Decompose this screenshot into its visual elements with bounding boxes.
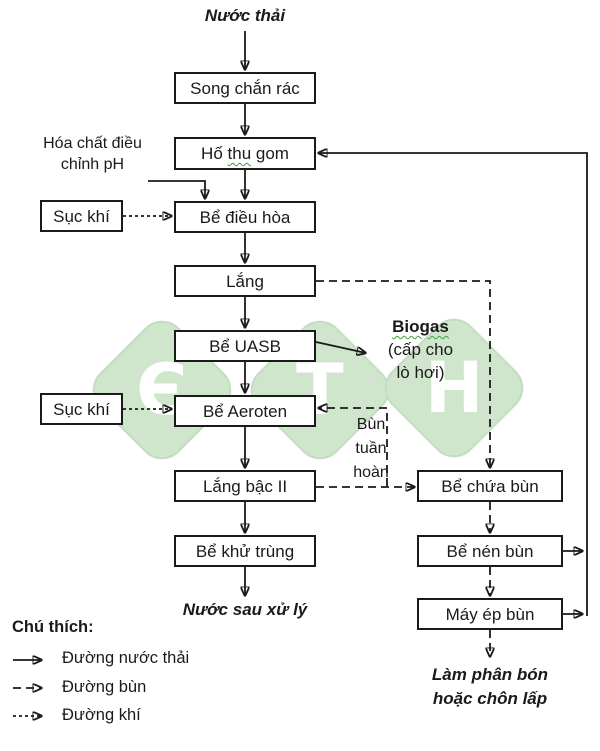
legend-item-sludge: Đường bùn bbox=[62, 678, 147, 696]
node-suc-khi-2: Sục khí bbox=[40, 393, 123, 425]
node-be-uasb: Bể UASB bbox=[174, 330, 316, 362]
node-be-nen-bun: Bể nén bùn bbox=[417, 535, 563, 567]
recirculation-line1: Bùn bbox=[356, 416, 386, 433]
input-label: Nước thải bbox=[204, 6, 286, 25]
chemical-label-line2: chỉnh pH bbox=[60, 156, 125, 173]
biogas-title: Biogas bbox=[392, 317, 449, 336]
recirculation-label: Bùn tuần hoàn bbox=[346, 413, 396, 485]
biogas-line1: (cấp cho bbox=[387, 340, 454, 359]
legend-title: Chú thích: bbox=[12, 618, 94, 636]
node-song-chan-rac: Song chắn rác bbox=[174, 72, 316, 104]
node-may-ep-bun: Máy ép bùn bbox=[417, 598, 563, 630]
legend-item-waste-water: Đường nước thải bbox=[62, 649, 190, 667]
chemical-label-line1: Hóa chất điều bbox=[43, 135, 142, 152]
output-water-label: Nước sau xử lý bbox=[182, 600, 308, 619]
node-suc-khi-1: Sục khí bbox=[40, 200, 123, 232]
node-be-chua-bun: Bể chứa bùn bbox=[417, 470, 563, 502]
sludge-output-line1: Làm phân bón bbox=[431, 665, 549, 684]
sludge-output-label: Làm phân bón hoặc chôn lấp bbox=[413, 663, 567, 711]
node-lang: Lắng bbox=[174, 265, 316, 297]
recirculation-line2: tuần bbox=[355, 440, 387, 457]
node-ho-thu-gom-pre: Hố bbox=[201, 144, 228, 163]
legend-item-air: Đường khí bbox=[62, 706, 141, 724]
biogas-label: Biogas (cấp cho lò hơi) bbox=[372, 315, 469, 384]
node-ho-thu-gom-post: gom bbox=[251, 144, 289, 163]
node-be-dieu-hoa: Bể điều hòa bbox=[174, 201, 316, 233]
node-be-khu-trung: Bể khử trùng bbox=[174, 535, 316, 567]
biogas-line2: lò hơi) bbox=[396, 363, 445, 382]
recirculation-line3: hoàn bbox=[353, 464, 389, 481]
sludge-output-line2: hoặc chôn lấp bbox=[432, 689, 548, 708]
chemical-label: Hóa chất điều chỉnh pH bbox=[20, 133, 165, 175]
node-be-aeroten: Bể Aeroten bbox=[174, 395, 316, 427]
flow-chemicals-to-be-dieu-hoa bbox=[148, 180, 205, 199]
node-ho-thu-gom: Hố thu gom bbox=[174, 137, 316, 170]
node-lang-bac-ii: Lắng bậc II bbox=[174, 470, 316, 502]
node-ho-thu-gom-squiggle: thu bbox=[227, 144, 252, 163]
